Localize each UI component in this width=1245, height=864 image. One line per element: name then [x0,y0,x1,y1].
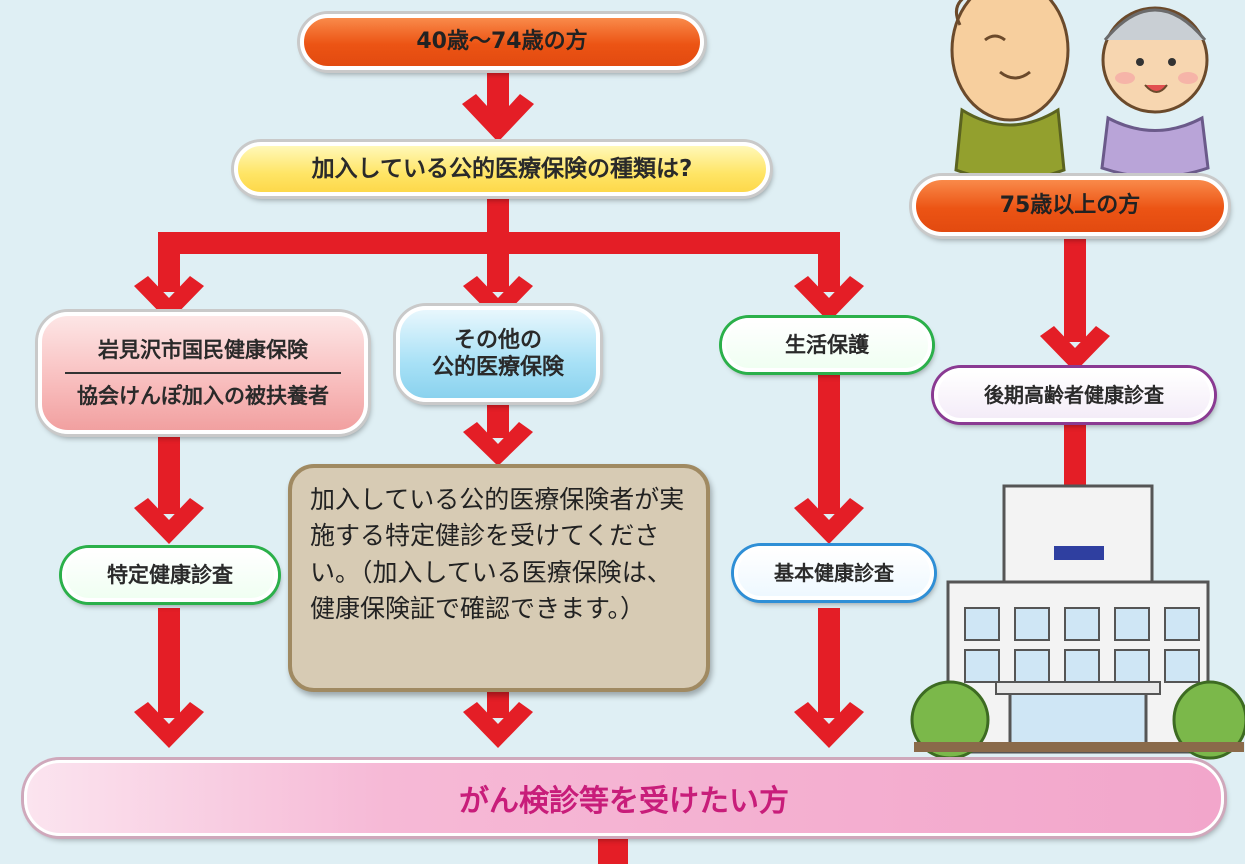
late-elderly-exam-box: 後期高齢者健康診査 [934,368,1214,422]
divider [64,372,342,374]
other-insurance-box: その他の 公的医療保険 [396,306,600,402]
arrow-head [462,94,534,142]
arrow-shaft [487,60,509,120]
senior-age-box: 75歳以上の方 [912,176,1228,236]
note-box: 加入している公的医療保険者が実施する特定健診を受けてください。（加入している医療… [288,464,710,692]
national-insurance-line2: 協会けんぽ加入の被扶養者 [77,384,329,408]
top-age-box: 40歳～74歳の方 [300,14,704,70]
national-insurance-box: 岩見沢市国民健康保険 協会けんぽ加入の被扶養者 [38,312,368,434]
specific-exam-box: 特定健康診査 [62,548,278,602]
welfare-box: 生活保護 [722,318,932,372]
basic-exam-box: 基本健康診査 [734,546,934,600]
other-insurance-line2: 公的医療保険 [431,355,564,380]
bottom-cancer-screening-box: がん検診等を受けたい方 [24,760,1224,836]
question-box: 加入している公的医療保険の種類は? [234,142,770,196]
national-insurance-line1: 岩見沢市国民健康保険 [98,337,308,362]
other-insurance-line1: その他の [453,327,542,353]
